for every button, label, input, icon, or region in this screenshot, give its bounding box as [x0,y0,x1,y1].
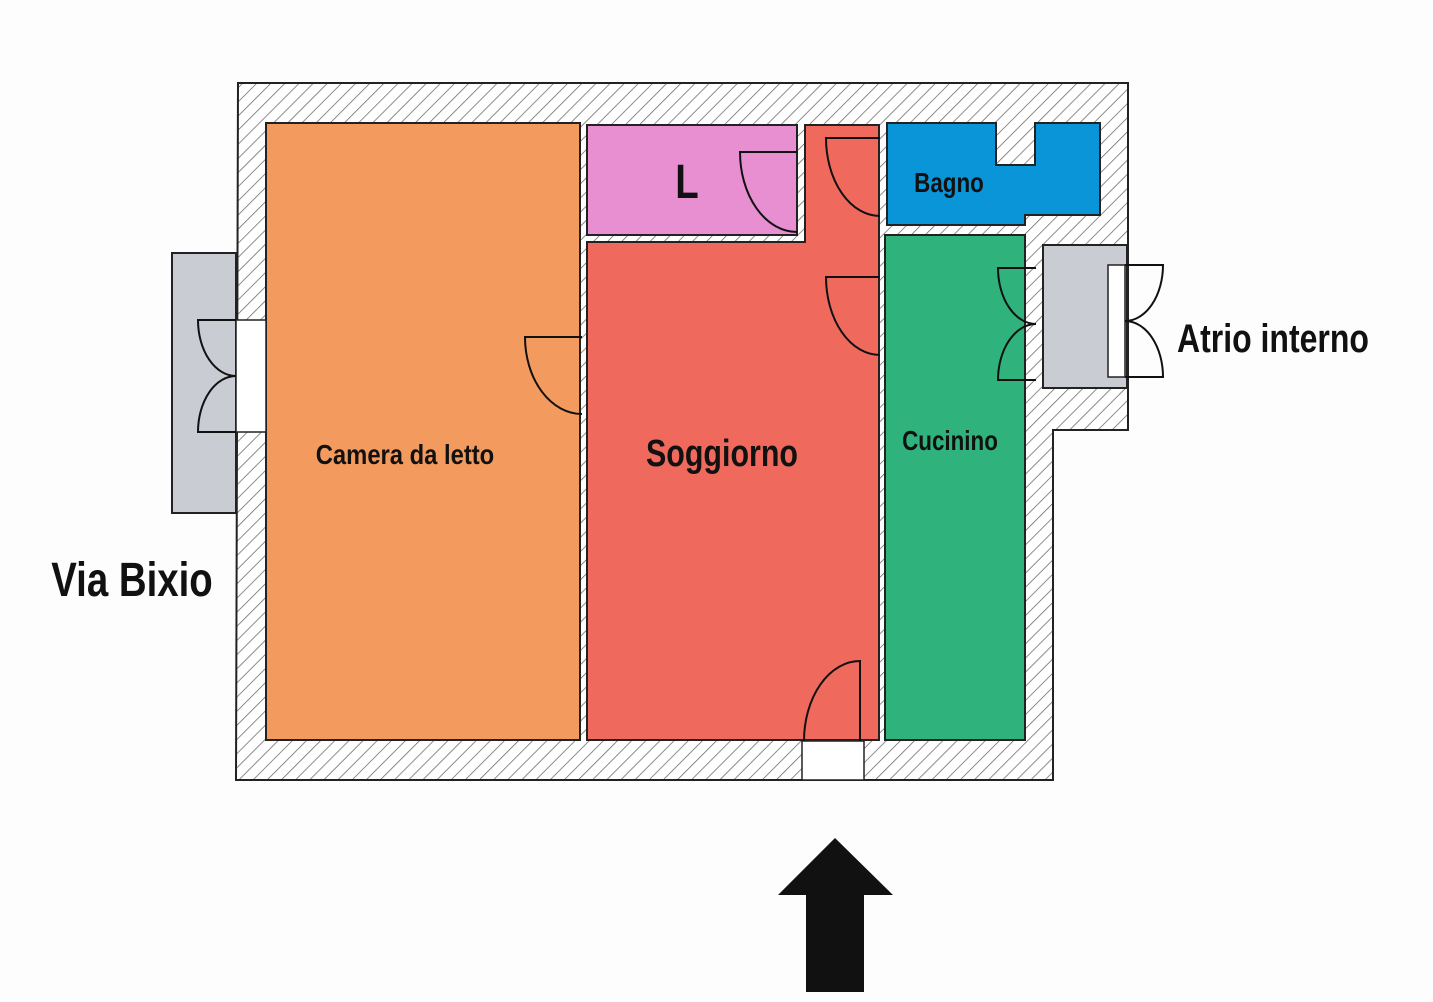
room-cucinino [884,234,1026,741]
window-left [235,319,267,433]
door-cucinino [824,276,881,356]
label-camera: Camera da letto [316,438,494,470]
window-right-sashes [1124,264,1165,378]
window-cucinino-sashes [996,267,1037,381]
door-bagno [824,137,881,217]
balcony-left [171,252,237,514]
entrance-arrow-icon [778,838,893,992]
label-cucinino: Cucinino [902,426,998,457]
label-lavanderia: L [675,156,698,209]
door-entrance [803,659,861,742]
door-lavanderia [738,151,798,233]
label-street: Via Bixio [51,554,212,607]
window-right [1107,264,1126,378]
window-left-sashes [196,319,237,433]
door-camera [523,336,583,415]
entrance-gap [801,740,865,781]
room-soggiorno [586,124,880,741]
room-camera [265,122,581,741]
label-atrium: Atrio interno [1177,316,1369,361]
label-bagno: Bagno [914,168,984,199]
room-lavanderia [586,124,798,236]
room-bagno [886,122,1101,226]
label-soggiorno: Soggiorno [646,433,798,475]
